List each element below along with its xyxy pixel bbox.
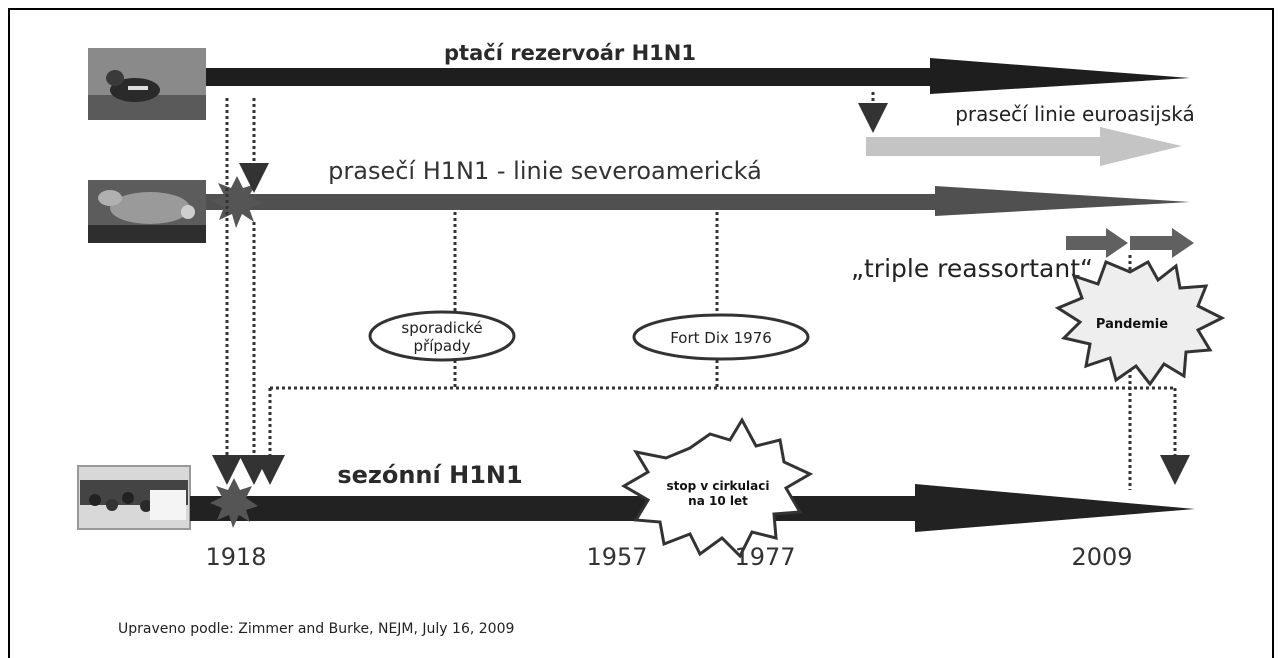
sporadic-cases-ellipse bbox=[368, 310, 516, 362]
crowd-photo bbox=[77, 465, 191, 530]
na-swine-label: prasečí H1N1 - linie severoamerická bbox=[328, 157, 762, 185]
triple-reassortant-label: „triple reassortant“ bbox=[851, 254, 1093, 283]
pandemic-star bbox=[1054, 259, 1226, 387]
na-swine-arrow bbox=[206, 186, 1190, 216]
source-citation: Upraveno podle: Zimmer and Burke, NEJM, … bbox=[118, 621, 514, 637]
year-1918: 1918 bbox=[205, 543, 266, 571]
year-1957: 1957 bbox=[586, 543, 647, 571]
sporadic-cases-line1: sporadické bbox=[401, 319, 482, 337]
seasonal-h1n1-label: sezónní H1N1 bbox=[337, 461, 522, 489]
fort-dix-label: Fort Dix 1976 bbox=[670, 329, 772, 347]
sporadic-cases-line2: případy bbox=[414, 337, 471, 355]
pandemic-label: Pandemie bbox=[1096, 317, 1168, 332]
stop-circulation-line1: stop v cirkulaci bbox=[667, 479, 770, 493]
triple-reassortant-arrows bbox=[1066, 228, 1194, 258]
diagram-frame bbox=[8, 8, 1274, 658]
avian-reservoir-arrow bbox=[206, 58, 1190, 94]
eurasian-swine-arrow bbox=[866, 127, 1182, 166]
stop-circulation-line2: na 10 let bbox=[688, 494, 748, 508]
stop-circulation-star bbox=[621, 416, 814, 559]
year-2009: 2009 bbox=[1071, 543, 1132, 571]
1918-swine-star-marker bbox=[211, 176, 262, 228]
1918-seasonal-star-marker bbox=[210, 478, 258, 528]
duck-photo bbox=[88, 48, 206, 120]
year-1977: 1977 bbox=[734, 543, 795, 571]
avian-reservoir-label: ptačí rezervoár H1N1 bbox=[444, 41, 696, 65]
pig-photo bbox=[88, 180, 206, 243]
fort-dix-ellipse bbox=[632, 313, 810, 361]
eurasian-swine-label: prasečí linie euroasijská bbox=[955, 102, 1195, 126]
